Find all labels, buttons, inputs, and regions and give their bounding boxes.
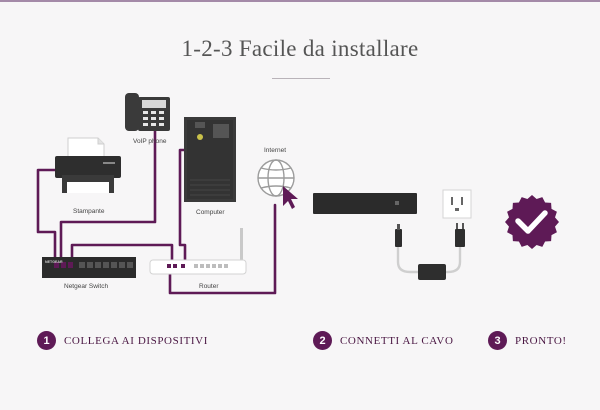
power-adapter-icon	[395, 223, 465, 280]
switch-icon	[42, 257, 136, 278]
power-outlet-icon	[442, 189, 472, 219]
step-number-badge: 2	[313, 331, 332, 350]
internet-label: Internet	[264, 147, 286, 154]
cursor-icon	[283, 186, 298, 209]
step-3: 3 PRONTO!	[488, 331, 567, 350]
computer-label: Computer	[196, 209, 225, 216]
cable-router-internet	[168, 203, 277, 295]
computer-tower-icon	[184, 117, 236, 202]
switch-device-icon	[313, 193, 417, 214]
switch-label: Netgear Switch	[64, 283, 108, 290]
cable-switch-router	[70, 243, 174, 268]
step-number-badge: 3	[488, 331, 507, 350]
step-label: COLLEGA AI DISPOSITIVI	[64, 334, 208, 347]
router-label: Router	[199, 283, 219, 290]
voip-phone-label: VoIP phone	[133, 138, 167, 145]
cable-voip-switch	[59, 116, 157, 264]
step-2: 2 CONNETTI AL CAVO	[313, 331, 454, 350]
step-1: 1 COLLEGA AI DISPOSITIVI	[37, 331, 208, 350]
switch-brand-label: NETGEAR	[45, 260, 63, 264]
globe-icon	[257, 159, 295, 197]
printer-label: Stampante	[73, 208, 105, 215]
voip-phone-icon	[125, 93, 170, 131]
router-icon	[149, 228, 247, 275]
page-title: 1-2-3 Facile da installare	[181, 36, 419, 61]
step-number-badge: 1	[37, 331, 56, 350]
step-label: PRONTO!	[515, 334, 567, 347]
top-accent-rule	[0, 0, 600, 2]
cable-printer-switch	[36, 168, 57, 264]
title-divider	[272, 78, 330, 79]
step-label: CONNETTI AL CAVO	[340, 334, 454, 347]
printer-icon	[55, 137, 121, 193]
checkmark-badge-icon	[505, 195, 559, 249]
